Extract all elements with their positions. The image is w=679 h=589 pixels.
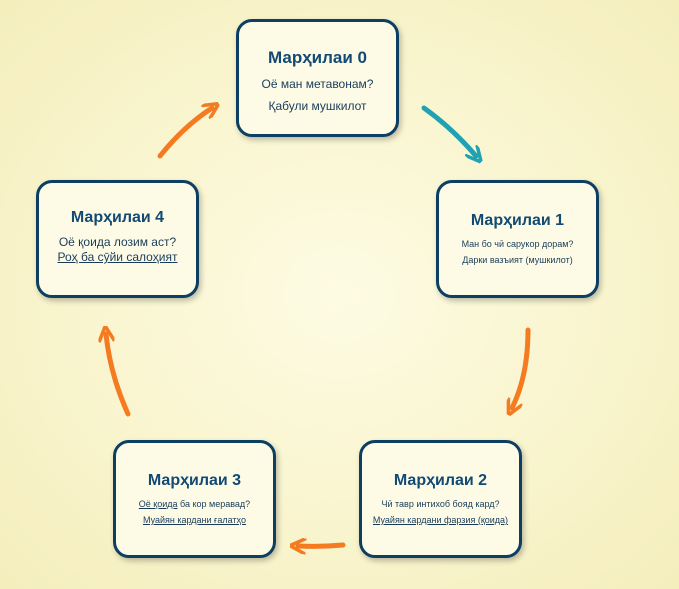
stage-1-title: Марҳилаи 1 (470, 212, 565, 229)
stage-2-box: Марҳилаи 2 Чӣ тавр интихоб бояд кард? Му… (359, 440, 522, 558)
stage-3-title: Марҳилаи 3 (147, 472, 242, 489)
arrow-stage3-to-stage4 (106, 334, 131, 417)
stage-3-description-link[interactable]: Муайян кардани ғалатҳо (142, 515, 247, 525)
stage-2-title: Марҳилаи 2 (393, 472, 488, 489)
stage-3-question-link[interactable]: Оё қоида (138, 499, 178, 509)
stage-2-description-link[interactable]: Муайян кардани фарзия (қоида) (372, 515, 509, 525)
stage-4-question: Оё қоида лозим аст? Роҳ ба сӯйи салоҳият (39, 235, 196, 265)
stage-0-question: Оё ман метавонам? (261, 77, 374, 91)
arrow-stage4-to-stage0 (157, 108, 212, 159)
stage-1-description: Дарки вазъият (мушкилот) (462, 255, 573, 265)
arrow-stage1-to-stage2 (512, 327, 531, 408)
stage-4-question-text: Оё қоида лозим аст? (58, 235, 177, 249)
stage-4-description-link[interactable]: Роҳ ба сӯйи салоҳият (57, 250, 178, 264)
stage-3-question-rest: ба кор меравад? (177, 499, 251, 509)
stage-1-question: Ман бо чӣ сарукор дорам? (461, 239, 574, 249)
stage-3-box: Марҳилаи 3 Оё қоида ба кор меравад? Муай… (113, 440, 276, 558)
arrow-stage2-to-stage3 (298, 545, 346, 546)
stage-2-question: Чӣ тавр интихоб бояд кард? (381, 499, 500, 509)
stage-0-description: Қабули мушкилот (268, 99, 367, 113)
stage-3-question: Оё қоида ба кор меравад? (116, 499, 273, 509)
stage-0-box: Марҳилаи 0 Оё ман метавонам? Қабули мушк… (236, 19, 399, 137)
stage-4-title: Марҳилаи 4 (70, 209, 165, 226)
arrow-stage0-to-stage1 (421, 105, 476, 156)
stage-0-title: Марҳилаи 0 (268, 48, 367, 67)
stage-4-box: Марҳилаи 4 Оё қоида лозим аст? Роҳ ба сӯ… (36, 180, 199, 298)
stage-1-box: Марҳилаи 1 Ман бо чӣ сарукор дорам? Дарк… (436, 180, 599, 298)
